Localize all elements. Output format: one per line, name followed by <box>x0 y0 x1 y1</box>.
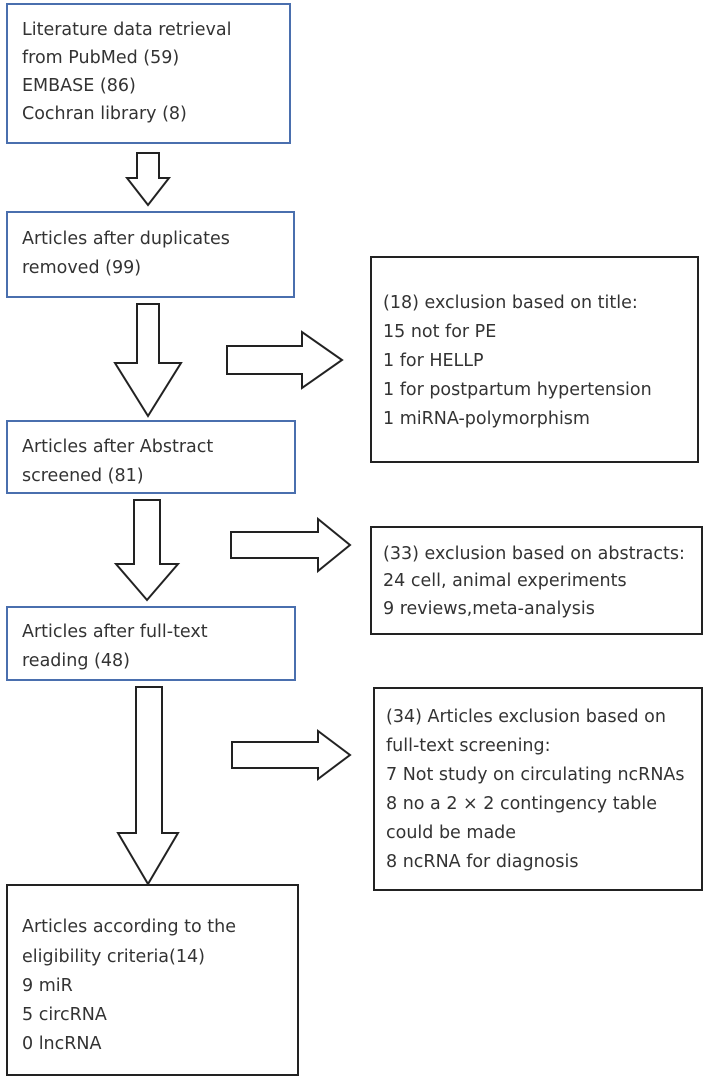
box-fulltext-line-1: Articles after full-text <box>22 622 208 642</box>
box-exclusion-fulltext-line-3: 7 Not study on circulating ncRNAs <box>386 765 685 785</box>
arrow-down-1 <box>124 152 172 207</box>
box-duplicates: Articles after duplicates removed (99) <box>6 211 295 298</box>
arrow-right-2 <box>230 516 352 574</box>
box-eligible: Articles according to the eligibility cr… <box>6 884 299 1076</box>
box-exclusion-fulltext-line-6: 8 ncRNA for diagnosis <box>386 852 579 872</box>
box-retrieval-line-2: from PubMed (59) <box>22 48 180 68</box>
box-retrieval-line-4: Cochran library (8) <box>22 104 187 124</box>
box-duplicates-line-1: Articles after duplicates <box>22 229 230 249</box>
box-abstract-line-2: screened (81) <box>22 466 144 486</box>
box-exclusion-abstracts-line-3: 9 reviews,meta-analysis <box>383 599 595 619</box>
box-retrieval-line-3: EMBASE (86) <box>22 76 136 96</box>
box-exclusion-title-line-5: 1 miRNA-polymorphism <box>383 409 590 429</box>
box-exclusion-abstracts-line-2: 24 cell, animal experiments <box>383 571 627 591</box>
box-exclusion-fulltext: (34) Articles exclusion based on full-te… <box>373 687 703 891</box>
box-retrieval-line-1: Literature data retrieval <box>22 20 232 40</box>
box-exclusion-title-line-2: 15 not for PE <box>383 322 497 342</box>
box-exclusion-title-line-3: 1 for HELLP <box>383 351 484 371</box>
box-exclusion-title: (18) exclusion based on title: 15 not fo… <box>370 256 699 463</box>
box-exclusion-title-line-4: 1 for postpartum hypertension <box>383 380 652 400</box>
box-exclusion-fulltext-line-5: could be made <box>386 823 517 843</box>
box-fulltext: Articles after full-text reading (48) <box>6 606 296 681</box>
box-eligible-line-1: Articles according to the <box>22 917 236 937</box>
box-abstract: Articles after Abstract screened (81) <box>6 420 296 494</box>
box-exclusion-fulltext-line-4: 8 no a 2 × 2 contingency table <box>386 794 658 814</box>
arrow-down-4 <box>116 686 180 886</box>
box-exclusion-abstracts: (33) exclusion based on abstracts: 24 ce… <box>370 526 703 635</box>
box-exclusion-abstracts-line-1: (33) exclusion based on abstracts: <box>383 544 685 564</box>
arrow-right-3 <box>231 729 352 781</box>
box-retrieval: Literature data retrieval from PubMed (5… <box>6 3 291 144</box>
box-duplicates-line-2: removed (99) <box>22 258 142 278</box>
box-abstract-line-1: Articles after Abstract <box>22 437 214 457</box>
box-exclusion-title-line-1: (18) exclusion based on title: <box>383 293 638 313</box>
arrow-down-3 <box>113 499 181 602</box>
box-eligible-line-4: 5 circRNA <box>22 1005 107 1025</box>
box-exclusion-fulltext-line-2: full-text screening: <box>386 736 551 756</box>
arrow-right-1 <box>226 330 344 390</box>
box-fulltext-line-2: reading (48) <box>22 651 130 671</box>
box-eligible-line-2: eligibility criteria(14) <box>22 947 205 967</box>
box-eligible-line-3: 9 miR <box>22 976 73 996</box>
box-exclusion-fulltext-line-1: (34) Articles exclusion based on <box>386 707 666 727</box>
box-eligible-line-5: 0 lncRNA <box>22 1034 102 1054</box>
arrow-down-2 <box>113 303 183 418</box>
